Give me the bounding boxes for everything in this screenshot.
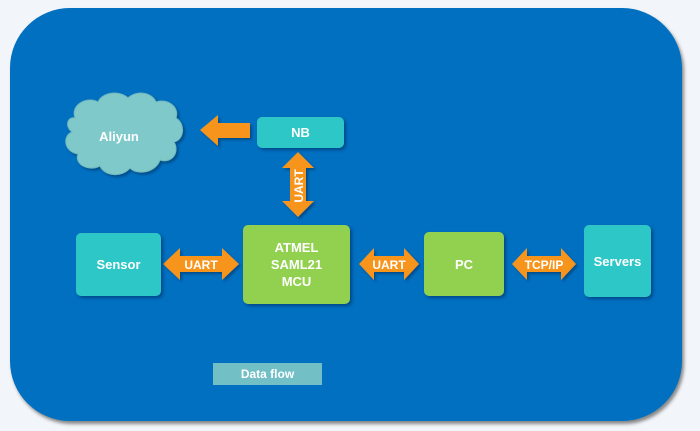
arrow-sensor-mcu-label: UART — [184, 258, 218, 272]
node-nb-label: NB — [291, 125, 310, 140]
node-servers-label: Servers — [593, 253, 642, 269]
arrow-mcu-pc-label: UART — [372, 258, 406, 272]
arrow-nb-mcu — [282, 152, 314, 217]
node-nb: NB — [257, 117, 344, 148]
node-sensor: Sensor — [76, 233, 161, 296]
caption-text: Data flow — [240, 367, 295, 381]
node-mcu-line3: MCU — [281, 274, 312, 289]
node-mcu-line1: ATMEL — [274, 240, 319, 255]
node-pc-label: PC — [454, 256, 474, 272]
node-sensor-label: Sensor — [96, 257, 141, 272]
cloud-aliyun — [65, 92, 183, 175]
arrow-mcu-pc — [359, 248, 419, 280]
node-pc: PC — [424, 232, 504, 296]
cloud-label: Aliyun — [99, 129, 139, 144]
arrow-nb-to-cloud — [200, 115, 250, 146]
node-mcu: ATMEL SAML21 MCU — [243, 225, 350, 304]
node-mcu-line2: SAML21 — [270, 257, 323, 272]
arrow-sensor-mcu — [163, 248, 239, 280]
node-servers: Servers — [584, 225, 651, 297]
arrow-pc-servers — [512, 248, 576, 280]
arrow-pc-servers-label: TCP/IP — [525, 258, 564, 272]
arrow-nb-mcu-label: UART — [292, 169, 306, 203]
diagram-panel — [10, 8, 682, 421]
caption-data-flow: Data flow — [213, 363, 322, 385]
